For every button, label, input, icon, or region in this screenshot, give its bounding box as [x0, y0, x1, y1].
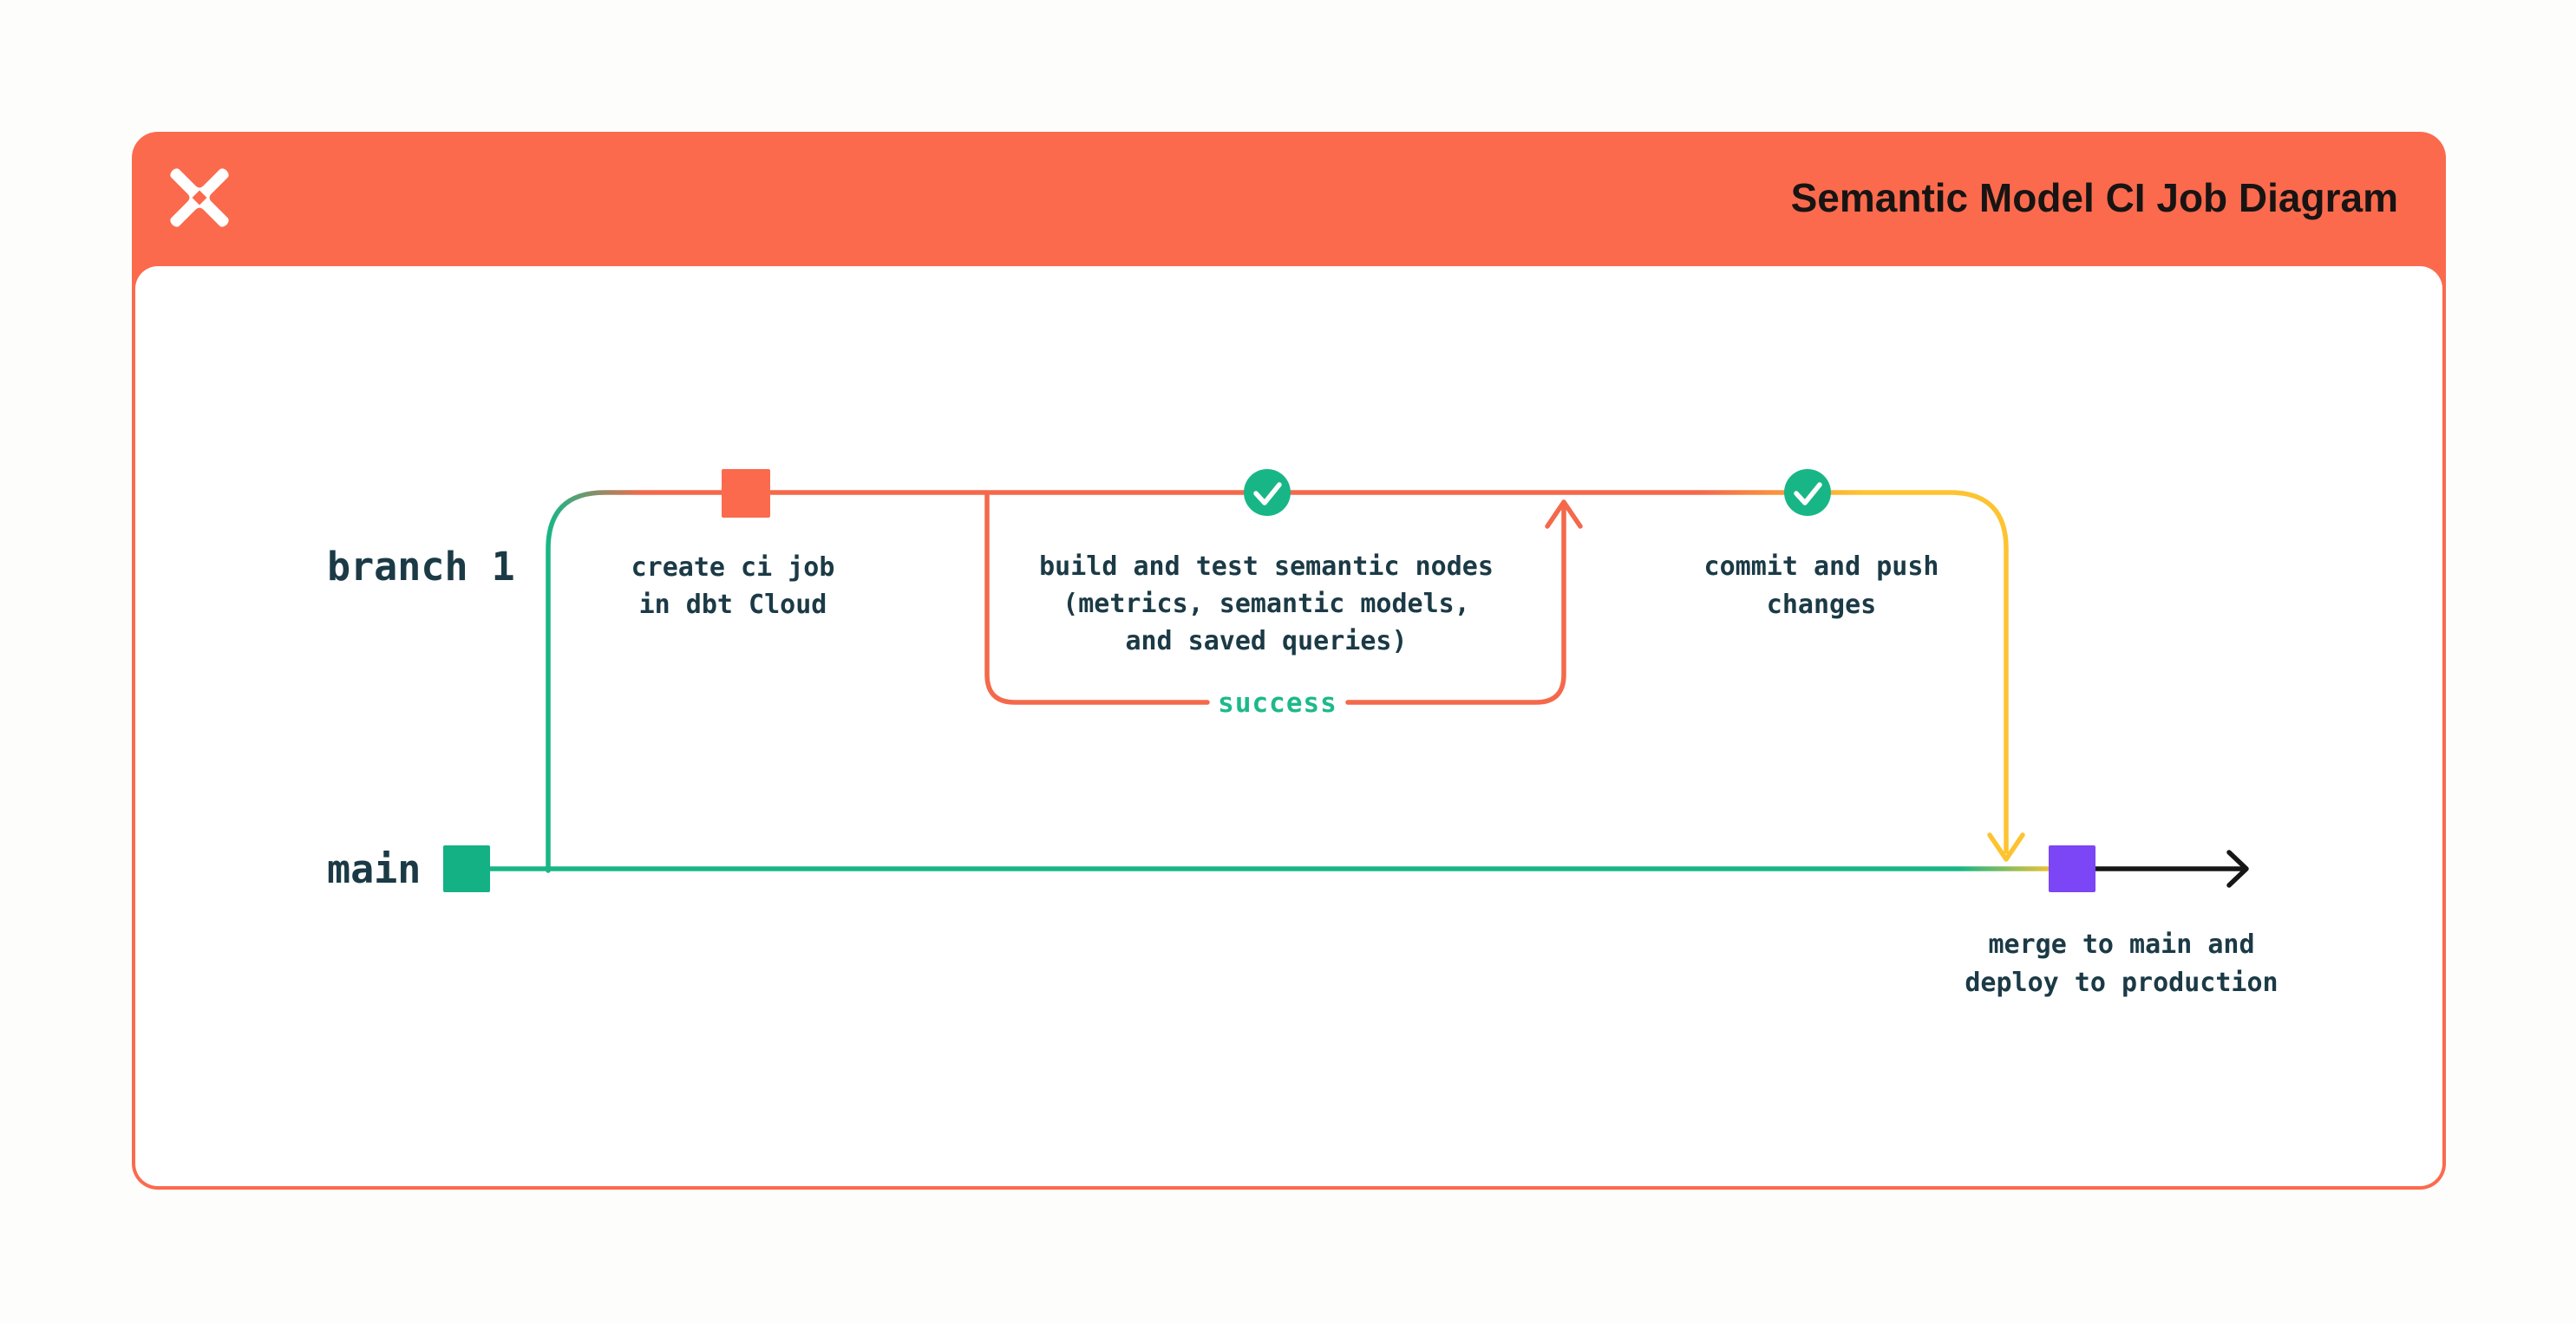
label-create-ci-line2: in dbt Cloud [639, 590, 827, 620]
label-create-ci-line1: create ci job [631, 552, 835, 583]
check-node-commit-push [1784, 469, 1831, 516]
label-commit-push-line2: changes [1767, 590, 1876, 620]
success-label: success [1218, 688, 1337, 719]
check-circle [1784, 469, 1831, 516]
diagram-card: Semantic Model CI Job Diagram [132, 132, 2446, 1190]
dbt-logo-icon [170, 168, 229, 227]
check-icon [1253, 482, 1282, 505]
branch-line [546, 490, 2009, 873]
label-merge-deploy-line1: merge to main and [1988, 929, 2254, 960]
check-icon [1794, 482, 1822, 505]
lane-label-branch-1: branch 1 [327, 544, 515, 590]
label-commit-push-line1: commit and push [1704, 551, 1939, 582]
commit-node-create-ci [722, 469, 770, 518]
commit-node-main-start [443, 845, 490, 892]
check-circle [1244, 469, 1291, 516]
merge-arrowhead-down-icon [1987, 832, 2025, 862]
diagram-title: Semantic Model CI Job Diagram [1790, 175, 2398, 220]
card-header: Semantic Model CI Job Diagram [132, 132, 2446, 266]
success-arrowhead-up-icon [1545, 499, 1583, 529]
check-node-build-test [1244, 469, 1291, 516]
lane-label-main: main [327, 846, 421, 892]
success-loop-right-line [1345, 504, 1566, 705]
label-build-test-line3: and saved queries) [1125, 626, 1407, 656]
label-build-test-line1: build and test semantic nodes [1039, 551, 1494, 582]
card-body [135, 266, 2442, 1186]
label-build-test-line2: (metrics, semantic models, [1062, 589, 1470, 619]
commit-node-merge [2049, 845, 2095, 892]
main-arrowhead-right-icon [2226, 850, 2249, 888]
label-merge-deploy-line2: deploy to production [1965, 968, 2278, 998]
success-loop-left-line [984, 492, 1210, 705]
